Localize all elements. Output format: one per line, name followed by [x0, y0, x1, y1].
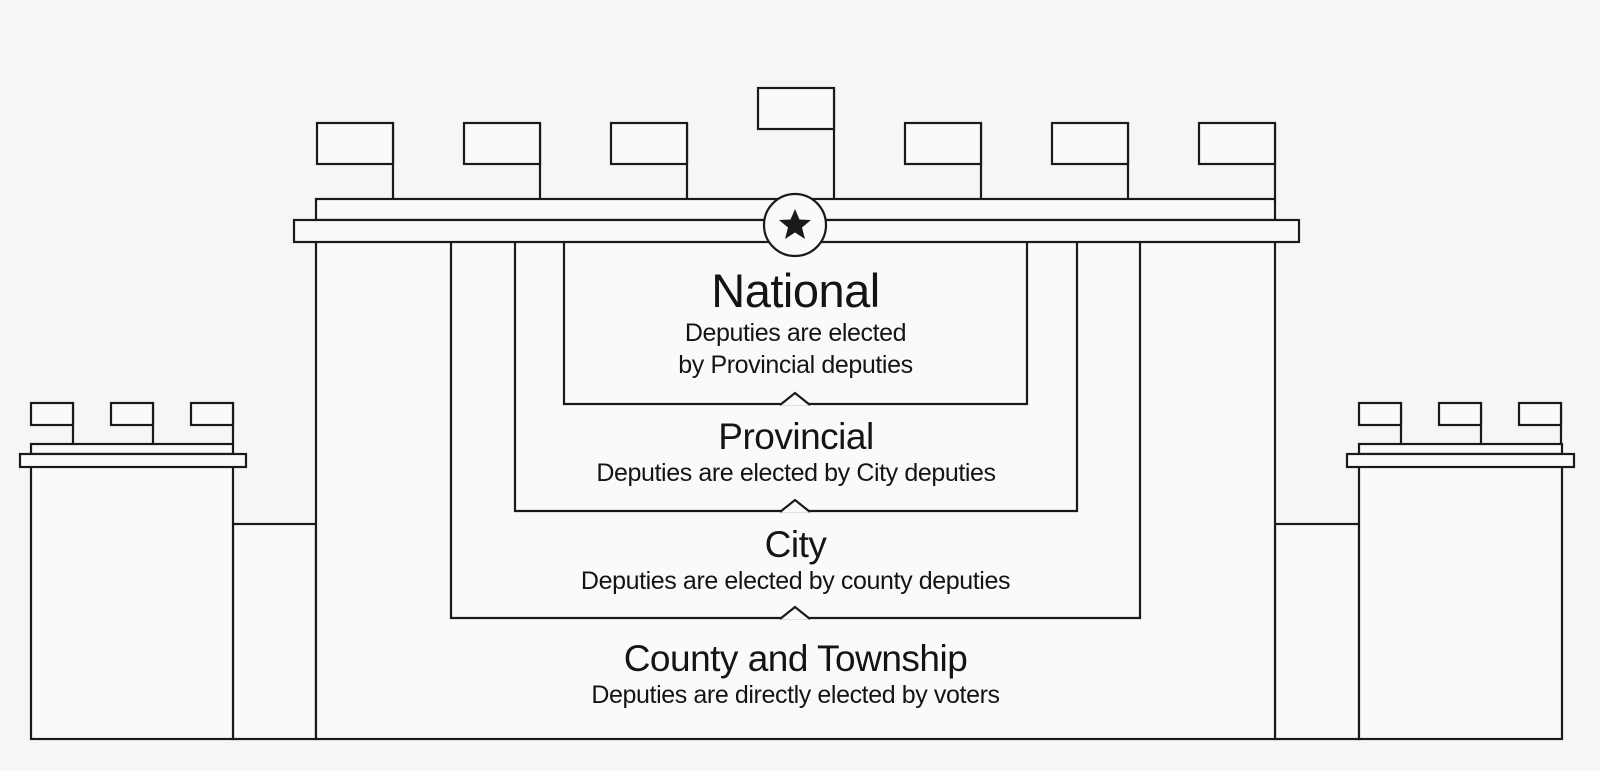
- main-flags: [315, 86, 1277, 199]
- main-flag-2: [462, 121, 542, 199]
- main-flag-3: [609, 121, 689, 199]
- city-title: City: [764, 524, 827, 565]
- main-flag-7: [1197, 121, 1277, 199]
- provincial-description: Deputies are elected by City deputies: [596, 458, 996, 487]
- right-tower: [1273, 401, 1576, 741]
- county-title: County and Township: [623, 638, 968, 679]
- national-level: National Deputies are elected by Provinc…: [564, 266, 1027, 381]
- left-tower: [18, 401, 318, 741]
- main-flag-6: [1050, 121, 1130, 199]
- provincial-title: Provincial: [718, 416, 874, 457]
- left-tower-ledge: [29, 442, 235, 456]
- county-level: County and Township Deputies are directl…: [316, 638, 1275, 711]
- main-flag-1: [315, 121, 395, 199]
- right-tower-body: [1357, 459, 1564, 741]
- county-description: Deputies are directly elected by voters: [591, 680, 1000, 709]
- left-connector-wall: [231, 522, 318, 741]
- main-flag-center: [756, 86, 836, 199]
- star-icon: [779, 209, 811, 239]
- right-tower-flag-1: [1357, 401, 1403, 444]
- right-tower-ledge: [1357, 442, 1564, 456]
- provincial-level: Provincial Deputies are elected by City …: [515, 416, 1077, 489]
- star-emblem: [762, 192, 828, 258]
- caret-up-icon: [779, 498, 811, 513]
- main-flag-5: [903, 121, 983, 199]
- left-tower-body: [29, 459, 235, 741]
- main-building-body: [314, 239, 1277, 741]
- city-description: Deputies are elected by county deputies: [580, 566, 1011, 595]
- right-tower-flag-3: [1517, 401, 1563, 444]
- left-tower-flag-2: [109, 401, 155, 444]
- caret-up-icon: [779, 391, 811, 406]
- left-tower-cornice: [18, 452, 248, 469]
- national-title: National: [711, 264, 880, 317]
- main-building: [292, 197, 1301, 741]
- right-connector-wall: [1273, 522, 1361, 741]
- left-tower-flag-3: [189, 401, 235, 444]
- national-description: Deputies are elected by Provincial deput…: [678, 319, 913, 380]
- right-tower-cornice: [1345, 452, 1576, 469]
- city-level: City Deputies are elected by county depu…: [451, 524, 1140, 597]
- right-tower-flag-2: [1437, 401, 1483, 444]
- caret-up-icon: [779, 605, 811, 620]
- left-tower-flag-1: [29, 401, 75, 444]
